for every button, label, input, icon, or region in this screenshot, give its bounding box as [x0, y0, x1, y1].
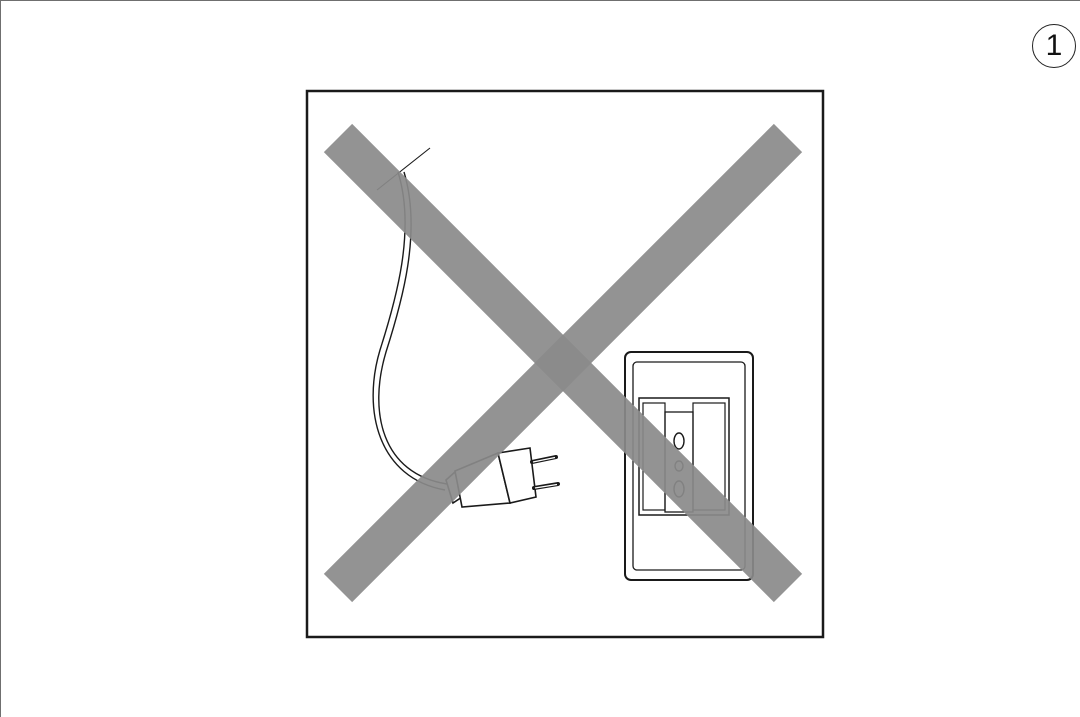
socket-plate-outer	[624, 351, 754, 581]
plug-pin-bottom-highlight	[534, 483, 558, 489]
cross-stroke-up	[323, 123, 803, 603]
plug-pin-top-highlight	[532, 456, 556, 463]
figure-number-text: 1	[1045, 29, 1063, 62]
prohibition-cross	[323, 123, 803, 603]
socket-hole-top	[673, 432, 685, 450]
figure-number-badge: 1	[1032, 24, 1076, 68]
socket-plate-inner	[632, 361, 746, 571]
plug-head	[497, 447, 537, 504]
